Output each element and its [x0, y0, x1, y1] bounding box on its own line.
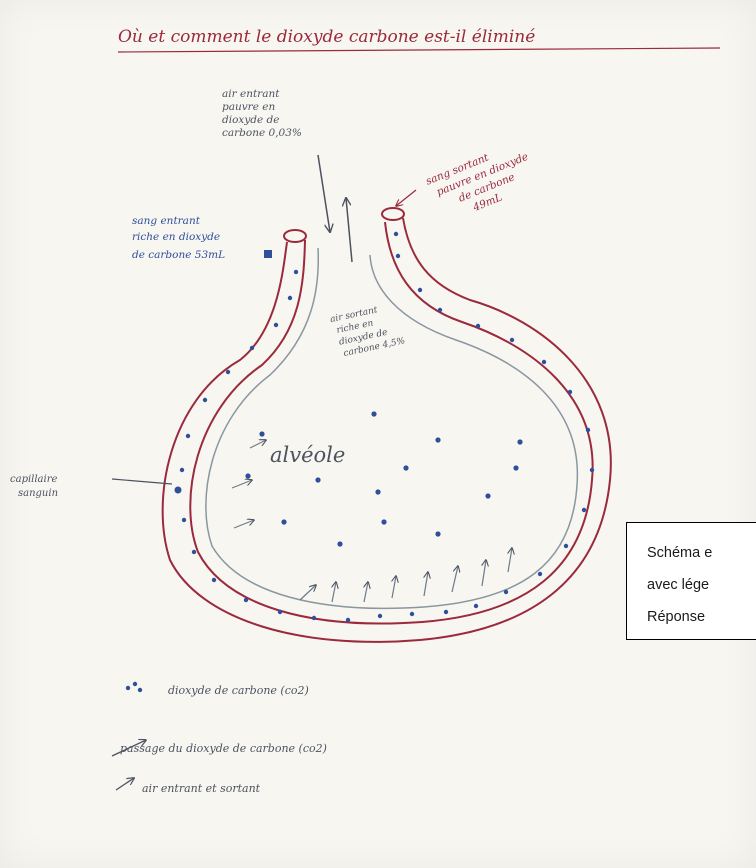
svg-text:air sortant riche en: air sortant riche en dioxyde de carbone … [329, 301, 406, 360]
svg-text:sang sortant pauvre en d: sang sortant pauvre en dioxyde de carbon… [424, 136, 544, 226]
capillary-pointer [112, 479, 172, 484]
capillary-outline-inner [190, 222, 592, 624]
alveolar-wall [206, 248, 578, 608]
title-underline [118, 48, 720, 52]
label-air-in: air entrant pauvre en dioxyde de carbone… [222, 88, 302, 139]
legend-short-arrow-icon [116, 778, 134, 790]
legend-long-arrow-text: passage du dioxyde de carbone (co2) [120, 742, 327, 755]
answer-text-box: Schéma e avec lége Réponse [626, 522, 756, 640]
vessel-out-opening [382, 208, 404, 220]
label-capillaire: capillaire sanguin [10, 474, 61, 499]
air-out-arrow [346, 198, 352, 262]
air-in-arrow [318, 155, 330, 232]
diagram-title: Où et comment le dioxyde carbone est-il … [118, 27, 535, 47]
label-alveole: alvéole [270, 443, 345, 467]
legend-dots-icon [126, 682, 142, 692]
ink-blot [264, 250, 272, 258]
answer-line-1: Schéma e [647, 543, 756, 563]
vessel-in-opening [284, 230, 306, 242]
label-air-out: air sortant riche en dioxyde de carbone … [329, 301, 406, 360]
capillary-outline-outer [163, 218, 611, 642]
answer-line-2: avec lége [647, 575, 756, 595]
label-blood-out: sang sortant pauvre en dioxyde de carbon… [424, 136, 544, 226]
legend-dots-text: dioxyde de carbone (co2) [168, 684, 309, 697]
co2-dots [175, 232, 595, 622]
legend-short-arrow-text: air entrant et sortant [142, 782, 261, 795]
answer-line-3: Réponse [647, 607, 756, 627]
label-blood-in: sang entrant riche en dioxyde de carbone… [132, 215, 225, 261]
blood-out-arrow [396, 190, 416, 206]
legend: dioxyde de carbone (co2) passage du diox… [112, 682, 327, 795]
